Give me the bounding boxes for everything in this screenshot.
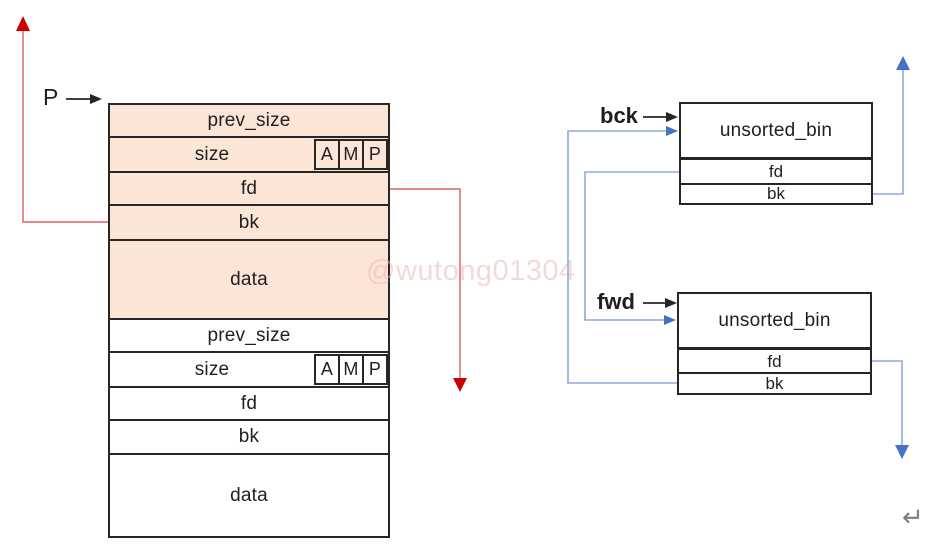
bck-pointer-label: bck <box>600 103 638 128</box>
chunk0-bk-cell: bk <box>110 206 388 241</box>
fwd-pointer-label: fwd <box>597 289 635 314</box>
chunk-stack: prev_size size A M P fd bk data prev_siz… <box>108 103 390 538</box>
blue-arrow-bottom-fd-down-line <box>872 360 903 447</box>
pointer-p-label: P <box>43 84 59 110</box>
prev-size-label: prev_size <box>207 109 291 131</box>
size-label: size <box>194 358 230 380</box>
unsorted-bin-top: unsorted_bin fd bk <box>679 102 873 205</box>
watermark-text: @wutong01304 <box>366 255 576 287</box>
bin-fd-cell: fd <box>681 160 871 185</box>
flag-m: M <box>338 354 364 385</box>
chunk1-size-cell: size A M P <box>110 353 388 388</box>
flag-a: A <box>314 139 340 170</box>
chunk0-prev-size-cell: prev_size <box>110 105 388 138</box>
blue-arrowhead-into-top-bin <box>666 126 678 136</box>
flag-p: P <box>362 139 388 170</box>
blue-arrowhead-down <box>895 445 909 459</box>
red-arrow-bk-up-line <box>22 30 108 223</box>
data-label: data <box>230 484 268 506</box>
chunk0-data-cell: data <box>110 241 388 320</box>
blue-arrow-top-bk-up-line <box>873 68 904 195</box>
blue-arrowhead-into-bottom-bin <box>664 315 676 325</box>
data-label: data <box>230 268 268 290</box>
p-pointer-arrowhead <box>90 94 102 104</box>
fwd-pointer-arrowhead <box>665 298 677 308</box>
bk-label: bk <box>238 426 260 447</box>
paragraph-return-mark: ↵ <box>902 502 924 532</box>
bck-pointer-arrowhead <box>666 112 678 122</box>
blue-arrow-bottom-bk-to-top-bin-line <box>567 130 677 384</box>
chunk1-bk-cell: bk <box>110 421 388 455</box>
chunk1-data-cell: data <box>110 455 388 536</box>
prev-size-label: prev_size <box>207 324 291 346</box>
bin-bk-cell: bk <box>765 373 784 393</box>
chunk1-prev-size-cell: prev_size <box>110 320 388 353</box>
flag-a: A <box>314 354 340 385</box>
size-label: size <box>194 143 230 165</box>
unsorted-bin-title: unsorted_bin <box>681 104 871 160</box>
unsorted-bin-title: unsorted_bin <box>679 294 870 350</box>
fd-label: fd <box>240 177 258 199</box>
flag-m: M <box>338 139 364 170</box>
unsorted-bin-bottom: unsorted_bin fd bk <box>677 292 872 395</box>
chunk0-fd-cell: fd <box>110 173 388 206</box>
bk-label: bk <box>238 211 260 233</box>
chunk0-size-cell: size A M P <box>110 138 388 173</box>
bin-fd-cell: fd <box>679 350 870 374</box>
red-arrow-up-head <box>16 16 30 31</box>
bin-bk-cell: bk <box>767 184 785 203</box>
red-arrow-down-head <box>453 378 467 392</box>
chunk1-flag-bits: A M P <box>314 354 388 385</box>
blue-arrowhead-up <box>896 56 910 70</box>
chunk1-fd-cell: fd <box>110 388 388 421</box>
chunk0-flag-bits: A M P <box>314 139 388 170</box>
fd-label: fd <box>240 392 258 414</box>
flag-p: P <box>362 354 388 385</box>
